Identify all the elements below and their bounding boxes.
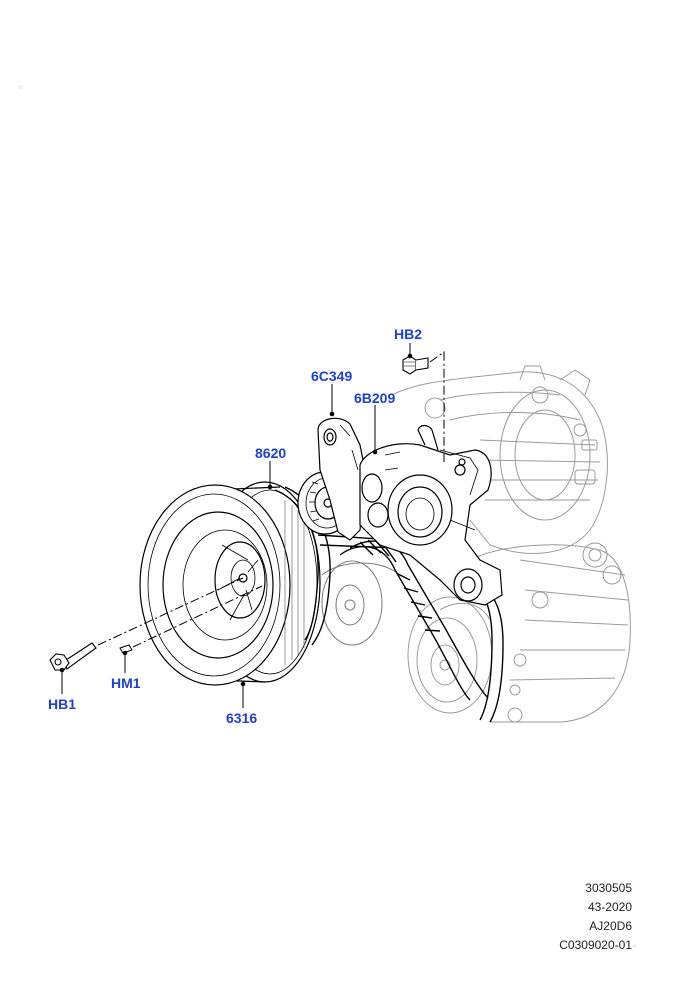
illustration-reference-block: 3030505 43-2020 AJ20D6 C0309020-01	[559, 879, 632, 955]
reference-line-1: 3030505	[585, 881, 632, 895]
callout-6b209[interactable]: 6B209	[354, 390, 396, 406]
crankshaft-pulley	[139, 481, 321, 686]
leader-lines	[59, 343, 413, 708]
tensioner-bracket	[317, 417, 366, 541]
callout-hb2[interactable]: HB2	[394, 326, 423, 342]
bolt-hb2	[402, 355, 429, 375]
woodruff-key-hm1	[119, 644, 133, 654]
ac-compressor-ghost	[407, 542, 631, 723]
callout-8620[interactable]: 8620	[255, 445, 287, 461]
alternator-ghost	[391, 365, 608, 554]
reference-line-2: 43-2020	[587, 900, 632, 914]
idler-pulley-lower-ghost	[321, 560, 401, 646]
corner-mark-top-left	[18, 85, 22, 89]
reference-line-4: C0309020-01	[559, 938, 632, 952]
callout-hb1[interactable]: HB1	[48, 696, 77, 712]
belt-tensioner	[359, 424, 503, 606]
reference-line-3: AJ20D6	[589, 919, 632, 933]
hm1-guide-line	[132, 585, 263, 648]
callout-6316[interactable]: 6316	[226, 710, 258, 726]
hb2-guide-line	[429, 351, 445, 462]
callout-hm1[interactable]: HM1	[111, 675, 141, 691]
callout-6c349[interactable]: 6C349	[311, 368, 353, 384]
bolt-hb1	[49, 642, 97, 671]
